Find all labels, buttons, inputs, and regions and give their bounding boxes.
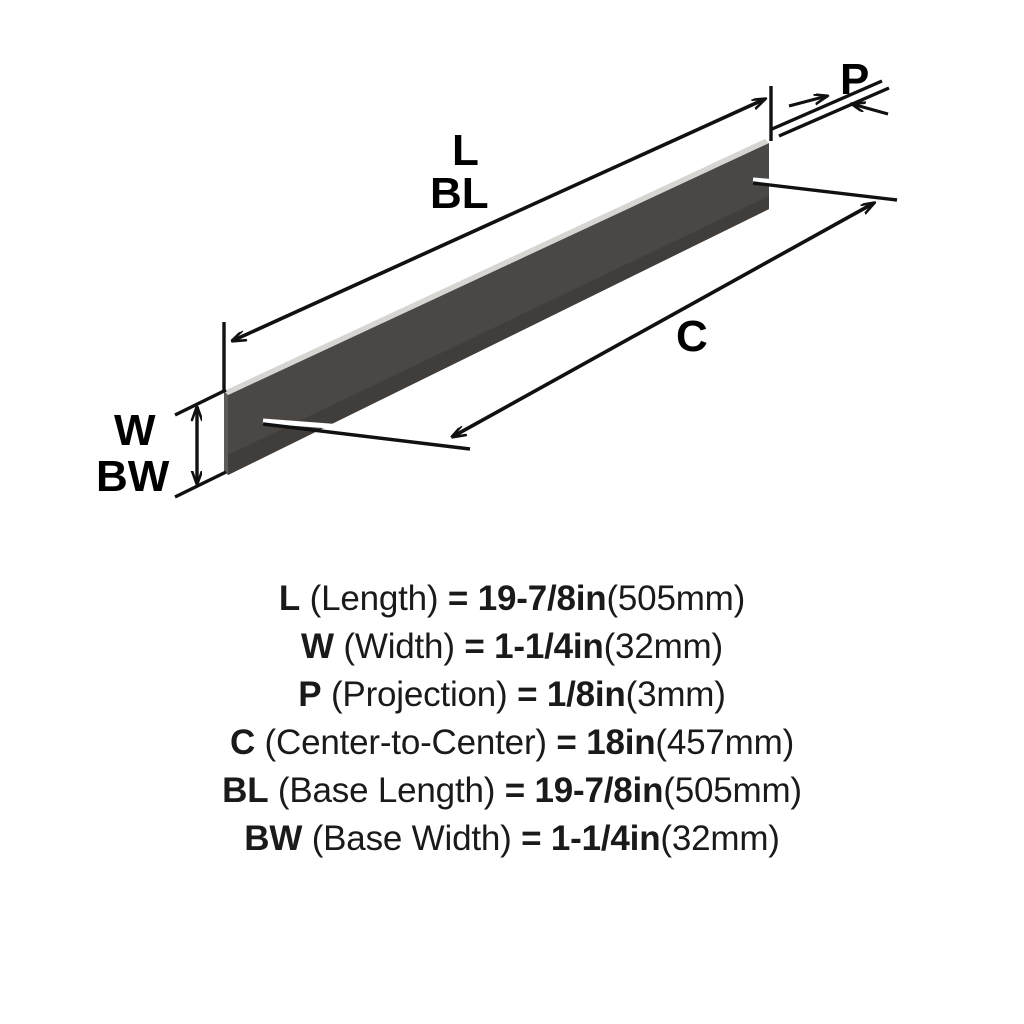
- product-left-end-face: [224, 391, 228, 475]
- specification-list: L (Length) = 19-7/8in(505mm) W (Width) =…: [0, 575, 1024, 863]
- spec-width-symbol: W: [301, 627, 334, 666]
- width-dimension: [174, 388, 227, 499]
- spec-width-description: (Width): [343, 627, 455, 666]
- spec-base-length-description: (Base Length): [277, 771, 496, 810]
- spec-length-value-in: 19-7/8in: [477, 579, 607, 618]
- base-width-label: BW: [96, 452, 170, 501]
- spec-center-to-center-symbol: C: [229, 723, 256, 762]
- length-label: L: [452, 126, 479, 175]
- spec-width: W (Width) = 1-1/4in(32mm): [0, 623, 1024, 671]
- center-to-center-dimension: [262, 177, 898, 451]
- spec-length-symbol: L: [278, 579, 301, 618]
- spec-base-width: BW (Base Width) = 1-1/4in(32mm): [0, 815, 1024, 863]
- spec-center-to-center-value-in: 18in: [586, 723, 656, 762]
- projection-arrow-left: [788, 96, 827, 108]
- spec-length-value-mm: (505mm): [606, 579, 746, 618]
- projection-dimension: [771, 79, 890, 138]
- spec-base-width-equals: =: [521, 819, 542, 858]
- spec-projection-description: (Projection): [330, 675, 508, 714]
- spec-projection-symbol: P: [298, 675, 322, 714]
- spec-length-description: (Length): [309, 579, 439, 618]
- spec-width-value-mm: (32mm): [603, 627, 724, 666]
- spec-center-to-center-equals: =: [556, 723, 577, 762]
- spec-projection: P (Projection) = 1/8in(3mm): [0, 671, 1024, 719]
- spec-base-width-value-mm: (32mm): [660, 819, 780, 858]
- spec-base-length-symbol: BL: [222, 771, 269, 810]
- cc-leader-left-edge: [262, 422, 471, 451]
- spec-base-length: BL (Base Length) = 19-7/8in(505mm): [0, 767, 1024, 815]
- cc-leader-left: [262, 418, 410, 435]
- base-length-label: BL: [430, 169, 489, 218]
- width-label: W: [114, 406, 156, 455]
- spec-base-length-equals: =: [504, 771, 525, 810]
- spec-center-to-center-value-mm: (457mm): [655, 723, 795, 762]
- spec-length-equals: =: [447, 579, 469, 618]
- spec-base-width-symbol: BW: [244, 819, 303, 858]
- spec-width-value-in: 1-1/4in: [494, 627, 604, 666]
- spec-base-length-value-mm: (505mm): [663, 771, 802, 810]
- spec-projection-value-mm: (3mm): [625, 675, 726, 714]
- width-extension-top: [174, 388, 227, 417]
- spec-projection-value-in: 1/8in: [546, 675, 626, 714]
- projection-extension-lower: [778, 86, 890, 138]
- width-extension-bottom: [174, 470, 227, 499]
- spec-length: L (Length) = 19-7/8in(505mm): [0, 575, 1024, 623]
- cc-leader-right-edge: [752, 181, 898, 202]
- spec-center-to-center-description: (Center-to-Center): [264, 723, 548, 762]
- spec-base-width-value-in: 1-1/4in: [550, 819, 661, 858]
- center-to-center-label: C: [676, 312, 708, 361]
- spec-base-width-description: (Base Width): [311, 819, 512, 858]
- spec-center-to-center: C (Center-to-Center) = 18in(457mm): [0, 719, 1024, 767]
- cc-dimension-line: [452, 203, 874, 437]
- spec-projection-equals: =: [517, 675, 538, 714]
- projection-label: P: [840, 55, 870, 104]
- projection-arrow-right: [852, 104, 889, 116]
- cc-leader-right: [752, 177, 831, 189]
- spec-width-equals: =: [464, 627, 485, 666]
- spec-base-length-value-in: 19-7/8in: [534, 771, 664, 810]
